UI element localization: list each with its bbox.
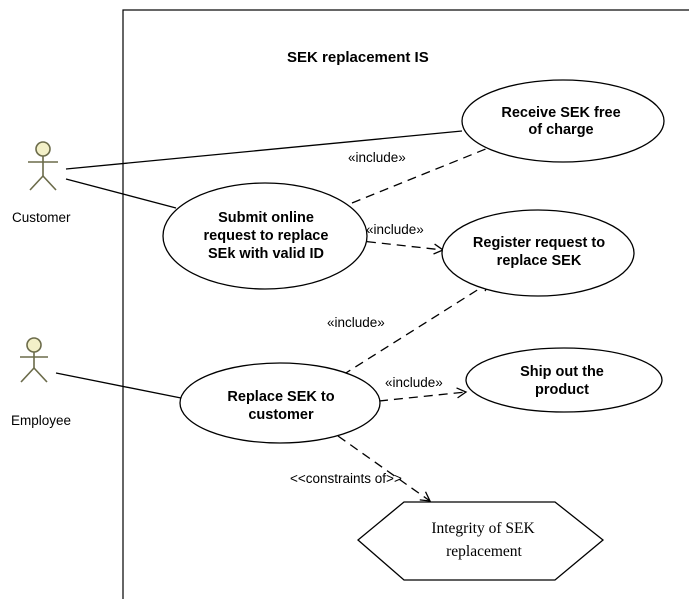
usecase-submit-request-line3: SEk with valid ID bbox=[208, 246, 324, 262]
usecase-receive-sek-line1: Receive SEK free bbox=[501, 105, 620, 121]
usecase-register-request-line1: Register request to bbox=[473, 235, 605, 251]
customer-label: Customer bbox=[12, 210, 71, 225]
usecase-ship-product-line2: product bbox=[535, 382, 589, 398]
usecase-ship-product: Ship out the product bbox=[465, 347, 663, 413]
include-replace-register bbox=[329, 281, 492, 384]
customer-actor-head bbox=[35, 141, 51, 157]
usecase-ship-product-line1: Ship out the bbox=[520, 364, 604, 380]
constraint-integrity-line1: Integrity of SEK bbox=[431, 520, 535, 537]
assoc-employee-replace bbox=[55, 372, 182, 399]
usecase-receive-sek-line2: of charge bbox=[528, 122, 593, 138]
assoc-customer-submit bbox=[65, 178, 177, 209]
employee-label: Employee bbox=[11, 413, 71, 428]
employee-actor bbox=[20, 337, 48, 383]
usecase-receive-sek: Receive SEK free of charge bbox=[461, 79, 665, 163]
constraint-integrity-line2: replacement bbox=[446, 543, 522, 560]
system-title: SEK replacement IS bbox=[287, 49, 429, 66]
include-label-register-submit: «include» bbox=[366, 222, 424, 237]
usecase-replace-sek: Replace SEK to customer bbox=[179, 362, 381, 444]
system-boundary bbox=[122, 9, 689, 599]
customer-actor bbox=[28, 141, 58, 191]
include-submit-register bbox=[351, 239, 445, 255]
usecase-submit-request: Submit online request to replace SEk wit… bbox=[162, 182, 368, 290]
usecase-submit-request-line2: request to replace bbox=[204, 228, 329, 244]
include-replace-ship bbox=[378, 387, 468, 402]
constraints-of-label: <<constraints of>> bbox=[290, 471, 402, 486]
usecase-register-request-line2: replace SEK bbox=[497, 253, 582, 269]
include-label-register-replace: «include» bbox=[327, 315, 385, 330]
usecase-register-request: Register request to replace SEK bbox=[441, 209, 635, 297]
constraint-integrity: Integrity of SEK replacement bbox=[356, 501, 605, 581]
employee-actor-head bbox=[26, 337, 42, 353]
assoc-customer-receive bbox=[65, 130, 463, 170]
constraints-of-line bbox=[337, 435, 432, 502]
usecase-replace-sek-line1: Replace SEK to bbox=[227, 389, 334, 405]
include-label-receive: «include» bbox=[348, 150, 406, 165]
usecase-replace-sek-line2: customer bbox=[248, 407, 314, 423]
usecase-submit-request-line1: Submit online bbox=[218, 210, 314, 226]
include-label-ship: «include» bbox=[385, 375, 443, 390]
include-submit-receive bbox=[351, 140, 505, 204]
